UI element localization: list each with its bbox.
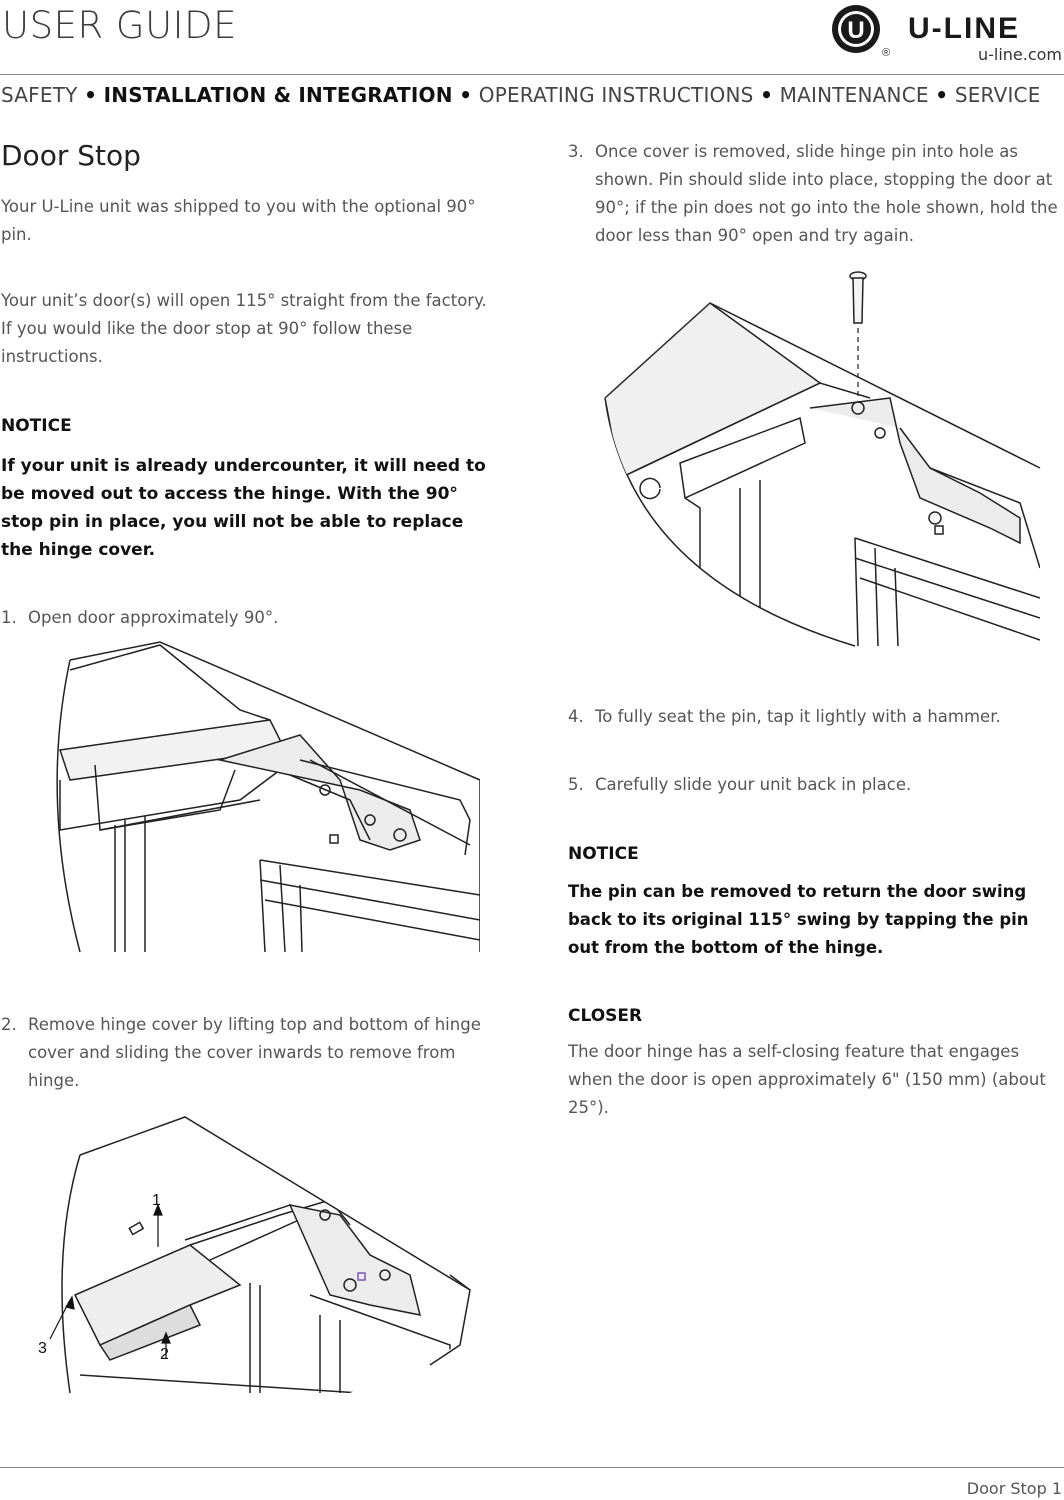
closer-paragraph: The door hinge has a self-closing featur…	[568, 1042, 1046, 1117]
callout-3: 3	[38, 1340, 47, 1357]
step-2: 2. Remove hinge cover by lifting top and…	[1, 1011, 496, 1095]
step-number: 4.	[568, 707, 584, 726]
website-label: u-line.com	[977, 45, 1062, 64]
step-3: 3. Once cover is removed, slide hinge pi…	[568, 138, 1063, 250]
nav-safety: SAFETY	[1, 83, 78, 107]
notice-body: The pin can be removed to return the doo…	[568, 882, 1029, 957]
nav-operating: OPERATING INSTRUCTIONS	[478, 83, 754, 107]
page-title: Door Stop	[1, 139, 141, 172]
step-text: Open door approximately 90°.	[28, 608, 279, 627]
notice-heading: NOTICE	[1, 416, 72, 436]
step-4: 4. To fully seat the pin, tap it lightly…	[568, 703, 1063, 731]
intro-paragraph-1: Your U-Line unit was shipped to you with…	[1, 197, 476, 244]
registered-mark: ®	[882, 47, 890, 59]
notice-heading: NOTICE	[568, 844, 639, 864]
closer-heading: CLOSER	[568, 1006, 643, 1026]
brand-wordmark: U-LINE	[908, 12, 1020, 45]
notice-body: If your unit is already undercounter, it…	[1, 456, 486, 560]
footer-rule	[0, 1467, 1064, 1468]
hinge-cover-removal-illustration: 1 2 3	[38, 1116, 471, 1394]
nav-separator: •	[760, 83, 774, 107]
section-nav: SAFETY • INSTALLATION & INTEGRATION • OP…	[1, 83, 1041, 107]
intro-paragraph-2: Your unit’s door(s) will open 115° strai…	[1, 291, 487, 366]
nav-separator: •	[84, 83, 98, 107]
logo-mark: U	[847, 17, 864, 44]
step-number: 3.	[568, 142, 584, 161]
nav-separator: •	[459, 83, 473, 107]
nav-maintenance: MAINTENANCE	[779, 83, 929, 107]
hinge-pin-insertion-illustration	[604, 271, 1041, 647]
step-text: To fully seat the pin, tap it lightly wi…	[595, 707, 1001, 726]
nav-service: SERVICE	[954, 83, 1041, 107]
page-footer-label: Door Stop 1	[966, 1479, 1062, 1498]
step-text: Once cover is removed, slide hinge pin i…	[595, 142, 1058, 245]
document-title: USER GUIDE	[2, 4, 237, 47]
nav-installation-active: INSTALLATION & INTEGRATION	[103, 83, 453, 107]
step-number: 2.	[1, 1015, 17, 1034]
step-number: 1.	[1, 608, 17, 627]
step-text: Remove hinge cover by lifting top and bo…	[28, 1015, 481, 1090]
callout-2: 2	[160, 1346, 169, 1363]
u-line-logo: U ® U-LINE	[832, 5, 1020, 59]
header-rule	[0, 74, 1064, 75]
nav-separator: •	[935, 83, 949, 107]
hinge-open-illustration	[56, 641, 480, 953]
step-5: 5. Carefully slide your unit back in pla…	[568, 771, 1063, 799]
step-text: Carefully slide your unit back in place.	[595, 775, 912, 794]
step-number: 5.	[568, 775, 584, 794]
step-1: 1. Open door approximately 90°.	[1, 604, 496, 632]
callout-1: 1	[152, 1192, 161, 1209]
